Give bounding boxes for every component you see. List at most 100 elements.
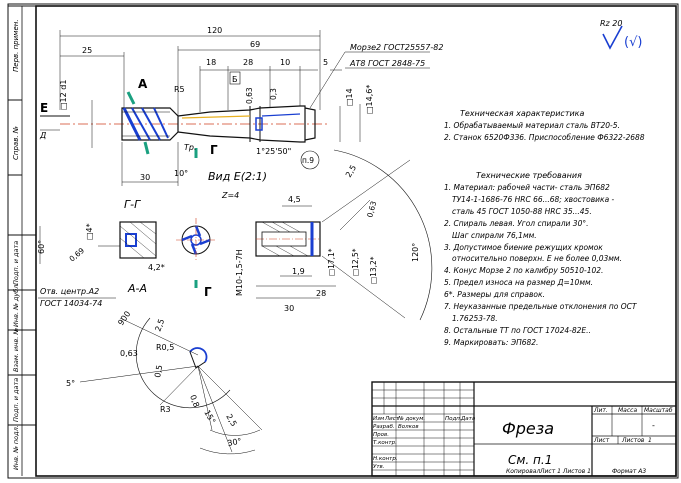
center-hole-gost: ГОСТ 14034-74 (40, 299, 102, 308)
stamp-tkontr: Т.контр. (373, 440, 397, 446)
tech-char-2: 2. Станок 6520Ф3З6. Приспособление Ф6322… (444, 133, 645, 142)
dim-120: 120 (207, 26, 222, 35)
roughness-063: 0,63 (245, 87, 254, 104)
stamp-list: Лист (384, 416, 400, 422)
dim-d132: □13,2* (369, 256, 378, 284)
tech-char-1: 1. Обрабатываемый материал сталь ВТ20-5. (444, 121, 620, 130)
dim-25-profile: 2,5 (153, 318, 166, 333)
detail-right: 4,5 2,5 0,63 120° 1,9 30 28 М10-1,5-7Н □… (235, 149, 433, 321)
angle-1deg: 1°25'50" (256, 147, 291, 156)
dim-d12: □12 d1 (59, 80, 68, 110)
dim-25: 25 (82, 46, 92, 55)
dim-5: 5 (323, 58, 328, 67)
dim-18: 18 (206, 58, 216, 67)
tech-req-1b: ТУ14-1-1686-76 HRC 66...68; хвостовика - (452, 195, 615, 204)
roughness-label: Rz 20 (600, 19, 622, 28)
stamp-utv: Утв. (373, 464, 385, 470)
view-e-mark: Е (40, 101, 48, 115)
view-e: Вид Е(2:1) Z=4 Г (176, 170, 267, 299)
radius-r3: R3 (160, 405, 171, 414)
tech-characteristics: Техническая характеристика 1. Обрабатыва… (444, 109, 645, 142)
stamp-top-note: Лист 1 Листов 1 (539, 468, 591, 475)
radius-r05: R0,5 (156, 343, 174, 352)
dim-69: 69 (250, 40, 260, 49)
section-g-mark: Г (210, 143, 218, 157)
stamp-mass: Масса (618, 407, 637, 414)
dim-30-main: 30 (140, 173, 150, 182)
tech-req-3b: относительно поверхн. Е не более 0,03мм. (452, 254, 622, 263)
strip-label-3: Подп. и дата (12, 241, 20, 285)
tech-req-5: 5. Предел износа на размер Д=10мм. (444, 278, 593, 287)
strip-label-1: Перв. примен. (12, 19, 20, 72)
tech-req-7: 7. Неуказанные предельные отклонения по … (444, 302, 638, 311)
tech-req-6: 6*. Размеры для справок. (444, 290, 545, 299)
tech-req-1c: сталь 45 ГОСТ 1050-88 HRC 35...45. (452, 207, 592, 216)
tech-requirements: Технические требования 1. Материал: рабо… (444, 171, 638, 347)
note-p9: п.9 (302, 156, 314, 165)
dim-30-detail: 30 (284, 304, 294, 313)
angle-120: 120° (411, 243, 420, 262)
roughness-mark: Rz 20 (√) (600, 19, 642, 50)
stamp-sheets-no: 1 (648, 437, 652, 444)
angle-30: 30° (227, 437, 243, 448)
strip-label-7: Инв. № подл. (12, 425, 20, 470)
dim-d171: □17,1* (327, 248, 336, 276)
section-aa-title: А-А (127, 282, 147, 295)
dim-d146: □14,6* (365, 85, 374, 114)
stamp-format: Формат А3 (612, 468, 646, 475)
strip-label-2: Справ. № (12, 126, 20, 160)
center-hole-note: Отв. центр.А2 (40, 287, 99, 296)
tech-req-8: 8. Остальные ТТ по ГОСТ 17024-82Е.. (444, 326, 591, 335)
base-b-mark: Б (232, 75, 238, 84)
dim-28: 28 (243, 58, 253, 67)
dim-d125: □12,5* (351, 248, 360, 276)
angle-60-left: 60° (37, 240, 46, 254)
dim-d14: □14 (345, 88, 354, 106)
tech-req-2b: Шаг спирали 76,1мм. (452, 231, 537, 240)
stamp-scale: Масштаб (644, 407, 673, 414)
stamp-date: Дата (460, 416, 476, 422)
diameter-d-mark: Д (39, 131, 46, 140)
section-a-mark: А (138, 77, 148, 91)
dim-28-detail: 28 (316, 289, 326, 298)
tr-label: Тр. (184, 143, 197, 152)
dim-d4: □4* (85, 223, 94, 240)
detail-profile: 900 2,5 0,63 R0,5 0,5 R3 0,8 15° 2,5 30°… (66, 309, 263, 455)
dim-08: 0,8 (188, 394, 201, 409)
stamp-ndoc: № докум. (397, 416, 425, 422)
left-strip: Перв. примен. Справ. № Подп. и дата Инв.… (8, 5, 36, 476)
tech-req-title: Технические требования (476, 171, 582, 180)
main-view: 120 69 25 18 28 10 5 Морзе2 ГОСТ25557-82… (39, 26, 443, 288)
view-e-title: Вид Е(2:1) (208, 170, 267, 183)
stamp-razrab-name: Волков (398, 424, 419, 430)
title-block: Изм Лист № докум. Подп. Дата Разраб. Вол… (371, 381, 677, 477)
section-g-mark-2: Г (204, 285, 212, 299)
dim-10: 10 (280, 58, 290, 67)
at-label: АТ8 ГОСТ 2848-75 (349, 59, 425, 68)
tech-req-7b: 1.76253-78. (452, 314, 498, 323)
strip-label-4: Инв. № дубл. (12, 283, 20, 327)
thread-m10: М10-1,5-7Н (235, 249, 244, 296)
angle-5: 5° (66, 379, 75, 388)
dim-05: 0,5 (153, 364, 164, 378)
strip-label-6: Подп. и дата (12, 378, 20, 422)
sheet-ref: См. п.1 (508, 453, 552, 467)
tech-req-3: 3. Допустимое биение режущих кромок (444, 243, 603, 252)
stamp-lit: Лит. (593, 407, 608, 414)
angle-10: 10° (174, 169, 188, 178)
stamp-prov: Пров. (373, 432, 389, 438)
tech-req-2: 2. Спираль левая. Угол спирали 30°. (444, 219, 588, 228)
roughness-063-profile: 0,63 (120, 349, 138, 358)
section-aa: Отв. центр.А2 ГОСТ 14034-74 А-А (38, 282, 147, 308)
tech-req-4: 4. Конус Морзе 2 по калибру 50510-102. (444, 266, 603, 275)
stamp-copied: Копировал (506, 468, 540, 475)
dim-45: 4,5 (288, 195, 301, 204)
strip-label-5: Взам. инв. № (12, 328, 20, 372)
tech-req-9: 9. Маркировать: ЭП682. (444, 338, 538, 347)
dim-42: 4,2* (148, 263, 165, 272)
roughness-03: 0,3 (269, 88, 278, 100)
stamp-nkontr: Н.контр. (373, 456, 398, 462)
tech-req-1: 1. Материал: рабочей части- сталь ЭП682 (444, 183, 610, 192)
part-name: Фреза (502, 419, 554, 438)
